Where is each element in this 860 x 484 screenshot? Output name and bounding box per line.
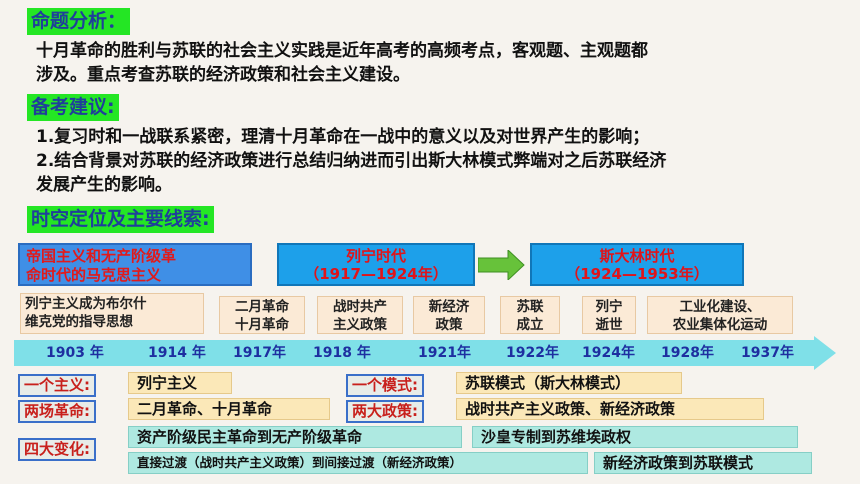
year-label: 1937年 [741, 345, 794, 361]
era-stalin: 斯大林时代 （1924—1953年） [530, 243, 744, 286]
event-war-communism: 战时共产 主义政策 [317, 296, 403, 334]
timeline-arrow [14, 336, 836, 370]
event-text: 主义政策 [333, 317, 387, 333]
value-two-policies: 战时共产主义政策、新经济政策 [456, 398, 764, 420]
event-text: 维克党的指导思想 [25, 314, 133, 330]
event-text: 苏联 [516, 299, 544, 315]
label-one-ism: 一个主义: [18, 374, 96, 397]
label-two-policies: 两大政策: [346, 400, 424, 423]
value-one-ism: 列宁主义 [128, 372, 232, 394]
analysis-line: 涉及。重点考查苏联的经济政策和社会主义建设。 [36, 65, 410, 85]
year-label: 1921年 [418, 345, 471, 361]
advice-line: 发展产生的影响。 [36, 175, 172, 195]
era-stalin-title: 斯大林时代 [599, 247, 675, 265]
year-label: 1922年 [506, 345, 559, 361]
year-label: 1924年 [582, 345, 635, 361]
event-ussr-founded: 苏联 成立 [500, 296, 560, 334]
timeline-years: 1903 年 1914 年 1917年 1918 年 1921年 1922年 1… [14, 336, 814, 366]
label-one-model: 一个模式: [346, 374, 424, 397]
year-label: 1918 年 [313, 345, 371, 361]
value-two-revolutions: 二月革命、十月革命 [128, 398, 330, 420]
event-text: 新经济 [428, 299, 470, 315]
event-text: 二月革命 [235, 299, 289, 315]
heading-analysis: 命题分析： [27, 8, 131, 35]
era-lenin: 列宁时代 （1917—1924年） [277, 243, 475, 286]
year-label: 1917年 [233, 345, 286, 361]
heading-timeline: 时空定位及主要线索: [27, 206, 214, 233]
value-change-1: 资产阶级民主革命到无产阶级革命 [128, 426, 462, 448]
event-revolutions: 二月革命 十月革命 [219, 296, 305, 334]
value-change-3: 直接过渡（战时共产主义政策）到间接过渡（新经济政策） [128, 452, 588, 474]
advice-line: 2.结合背景对苏联的经济政策进行总结归纳进而引出斯大林模式弊端对之后苏联经济 [36, 151, 667, 171]
era-lenin-title: 列宁时代 [345, 247, 406, 265]
event-text: 成立 [516, 317, 544, 333]
value-change-2: 沙皇专制到苏维埃政权 [472, 426, 798, 448]
year-label: 1914 年 [148, 345, 206, 361]
era-stalin-years: （1924—1953年） [565, 265, 709, 283]
event-text: 逝世 [595, 317, 623, 333]
label-two-revolutions: 两场革命: [18, 400, 96, 423]
heading-advice: 备考建议: [27, 94, 119, 121]
era-lenin-years: （1917—1924年） [304, 265, 448, 283]
event-text: 农业集体化运动 [672, 317, 768, 333]
label-four-changes: 四大变化: [18, 438, 96, 461]
advice-line: 1.复习时和一战联系紧密，理清十月革命在一战中的意义以及对世界产生的影响； [36, 127, 650, 147]
event-text: 列宁 [595, 299, 623, 315]
era-marxism-line: 命时代的马克思主义 [26, 266, 162, 284]
event-text: 十月革命 [235, 317, 289, 333]
event-nep: 新经济 政策 [413, 296, 485, 334]
advice-paragraph: 1.复习时和一战联系紧密，理清十月革命在一战中的意义以及对世界产生的影响； 2.… [36, 125, 666, 197]
year-label: 1903 年 [46, 345, 104, 361]
event-leninism-guideline: 列宁主义成为布尔什 维克党的指导思想 [20, 293, 204, 334]
event-text: 战时共产 [333, 299, 387, 315]
event-industrialization: 工业化建设、 农业集体化运动 [647, 296, 793, 334]
event-lenin-death: 列宁 逝世 [582, 296, 636, 334]
year-label: 1928年 [661, 345, 714, 361]
arrow-right-icon [478, 250, 525, 280]
event-text: 列宁主义成为布尔什 [25, 296, 147, 312]
analysis-line: 十月革命的胜利与苏联的社会主义实践是近年高考的高频考点，客观题、主观题都 [36, 41, 648, 61]
event-text: 政策 [435, 317, 463, 333]
value-change-4: 新经济政策到苏联模式 [594, 452, 812, 474]
era-marxism-line: 帝国主义和无产阶级革 [26, 247, 177, 265]
era-marxism: 帝国主义和无产阶级革 命时代的马克思主义 [18, 243, 252, 286]
value-one-model: 苏联模式（斯大林模式） [456, 372, 682, 394]
event-text: 工业化建设、 [679, 299, 761, 315]
analysis-paragraph: 十月革命的胜利与苏联的社会主义实践是近年高考的高频考点，客观题、主观题都 涉及。… [36, 39, 648, 87]
